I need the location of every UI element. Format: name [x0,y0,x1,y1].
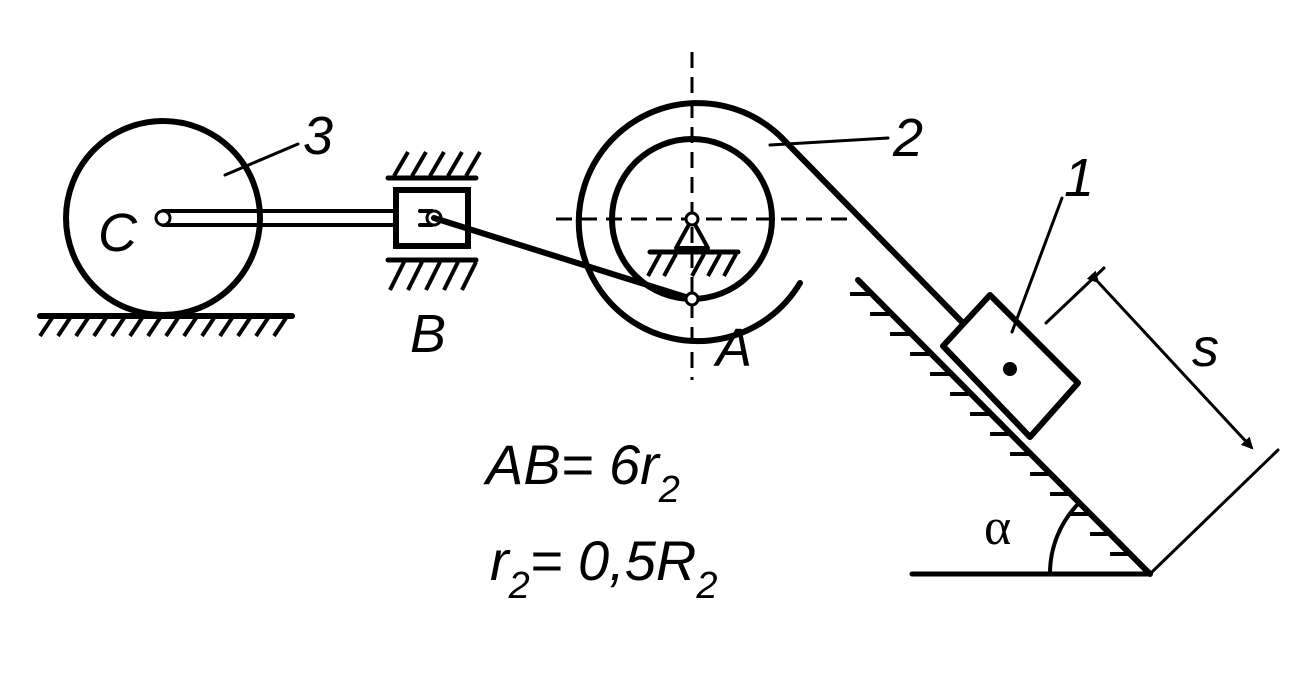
label-body-1: 1 [1064,148,1094,208]
label-a: A [713,318,752,378]
label-body-3: 3 [303,106,333,166]
label-alpha: α [984,499,1011,556]
ground-hatching-disk [38,316,288,338]
formula-line-2: r2= 0,5R2 [490,529,718,607]
formula-1-subscript: 2 [658,469,680,511]
pivot-a [684,291,700,307]
block-1-center [1003,362,1017,376]
dimension-s [1044,266,1280,574]
pivot-c [154,209,172,227]
block-1 [940,292,1081,440]
formula-line-1: AB= 6r2 [483,433,680,511]
rod-cb [154,209,422,227]
incline-surface [855,277,1153,577]
label-body-2: 2 [892,108,923,168]
pulley-support-hatching [646,253,738,277]
label-c: C [98,203,138,263]
angle-alpha-arc [1047,501,1081,576]
pulley-support [674,217,710,250]
leader-1 [1010,196,1064,334]
formula-2-subscript-R: 2 [695,565,717,607]
incline-hatching [850,292,1132,556]
formula-2-rest: = 0,5R [530,529,697,592]
formula-1-main: AB= 6r [483,433,661,496]
formula-2-r: r [490,529,511,592]
ground-under-disk [37,313,295,338]
inclined-plane [850,277,1153,577]
leader-3 [223,142,300,177]
leader-2 [768,136,890,147]
rope [779,135,965,325]
pulley-2-outer-rim [575,100,803,344]
pulley-2 [556,52,850,380]
label-b: B [410,304,446,364]
pivot-o2 [684,211,700,227]
dim-s-extension-bottom [1150,448,1280,574]
slider-b [385,150,482,291]
label-s: s [1192,318,1219,378]
dim-s-arrow [1086,270,1254,450]
formula-2-subscript-r: 2 [508,565,530,607]
dim-s-extension-top [1044,266,1106,325]
